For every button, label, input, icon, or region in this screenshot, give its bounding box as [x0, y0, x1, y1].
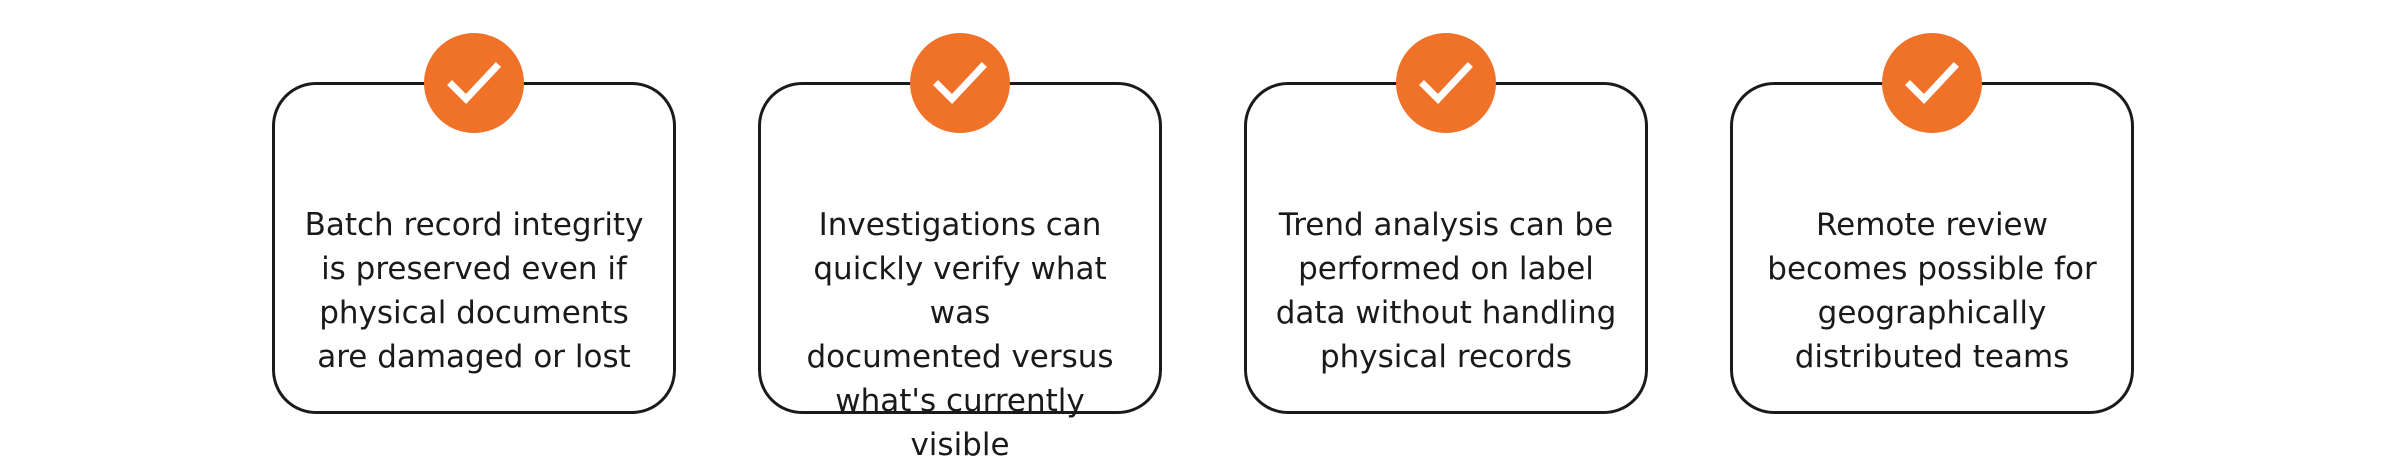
- benefit-card-remote-review: Remote review becomes possible for geogr…: [1730, 33, 2134, 414]
- check-badge: [424, 33, 524, 133]
- benefit-card-trend-analysis: Trend analysis can be performed on label…: [1244, 33, 1648, 414]
- benefit-text: Trend analysis can be performed on label…: [1275, 207, 1617, 375]
- benefit-text: Investigations can quickly verify what w…: [806, 207, 1114, 463]
- check-badge: [1882, 33, 1982, 133]
- check-badge: [910, 33, 1010, 133]
- benefit-text: Batch record integrity is preserved even…: [304, 207, 644, 375]
- check-badge: [1396, 33, 1496, 133]
- benefit-text: Remote review becomes possible for geogr…: [1767, 207, 2097, 375]
- checkmark-icon: [1905, 62, 1959, 105]
- benefit-card-batch-record-integrity: Batch record integrity is preserved even…: [272, 33, 676, 414]
- checkmark-icon: [933, 62, 987, 105]
- checkmark-icon: [1419, 62, 1473, 105]
- benefit-card-investigations: Investigations can quickly verify what w…: [758, 33, 1162, 463]
- checkmark-icon: [447, 62, 501, 105]
- benefits-diagram: Batch record integrity is preserved even…: [272, 33, 2134, 463]
